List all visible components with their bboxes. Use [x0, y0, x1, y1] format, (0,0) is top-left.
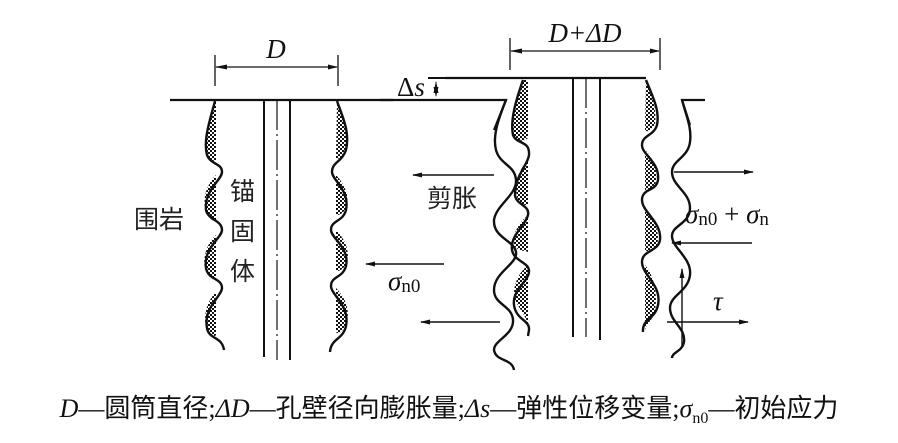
initial-stress-label: σn0 [388, 266, 420, 297]
rock-wall-wave [204, 100, 226, 351]
left-wall-interface [204, 100, 226, 351]
anchor-surface-wave [510, 79, 531, 337]
asperity-fill [512, 80, 528, 325]
rock-wall-wave [328, 100, 349, 353]
asperity-fill [336, 101, 348, 334]
right-left-wall-interface [492, 79, 531, 371]
dilation-label: 剪胀 [427, 184, 477, 213]
figure-caption: D—圆筒直径;ΔD—孔壁径向膨胀量;Δs—弹性位移变量;σn0—初始应力 [0, 388, 898, 428]
dimension-label-d: D [265, 34, 286, 64]
anchor-label-char-3: 体 [230, 257, 255, 286]
anchor-label-char-2: 固 [230, 217, 255, 246]
anchor-label-char-1: 锚 [230, 177, 255, 206]
shear-label: τ [713, 286, 724, 316]
displacement-marker: Δs [397, 72, 445, 102]
left-panel: D 围岩 锚 固 体 σn0 [134, 34, 444, 360]
right-panel: D+ΔD 剪胀 σn0 + σn τ [380, 18, 769, 371]
right-wall-interface [328, 100, 349, 353]
dimension-label-d-plus-delta-d: D+ΔD [547, 18, 622, 48]
caption-item: D—圆筒直径; [59, 394, 216, 423]
displacement-label: Δs [397, 72, 425, 102]
rock-label: 围岩 [134, 205, 184, 234]
caption-item: ΔD—孔壁径向膨胀量; [215, 394, 465, 423]
rock-wall-wave [492, 99, 518, 371]
anchor-surface-wave [640, 79, 662, 333]
rock-wall-wave [668, 99, 692, 359]
caption-item: Δs—弹性位移变量; [464, 394, 680, 423]
caption-item: σn0—初始应力 [679, 394, 839, 427]
asperity-fill [645, 80, 658, 330]
right-right-wall-interface [640, 79, 692, 359]
ground-surface-left [380, 98, 508, 131]
stress-sum-label: σn0 + σn [685, 199, 769, 230]
